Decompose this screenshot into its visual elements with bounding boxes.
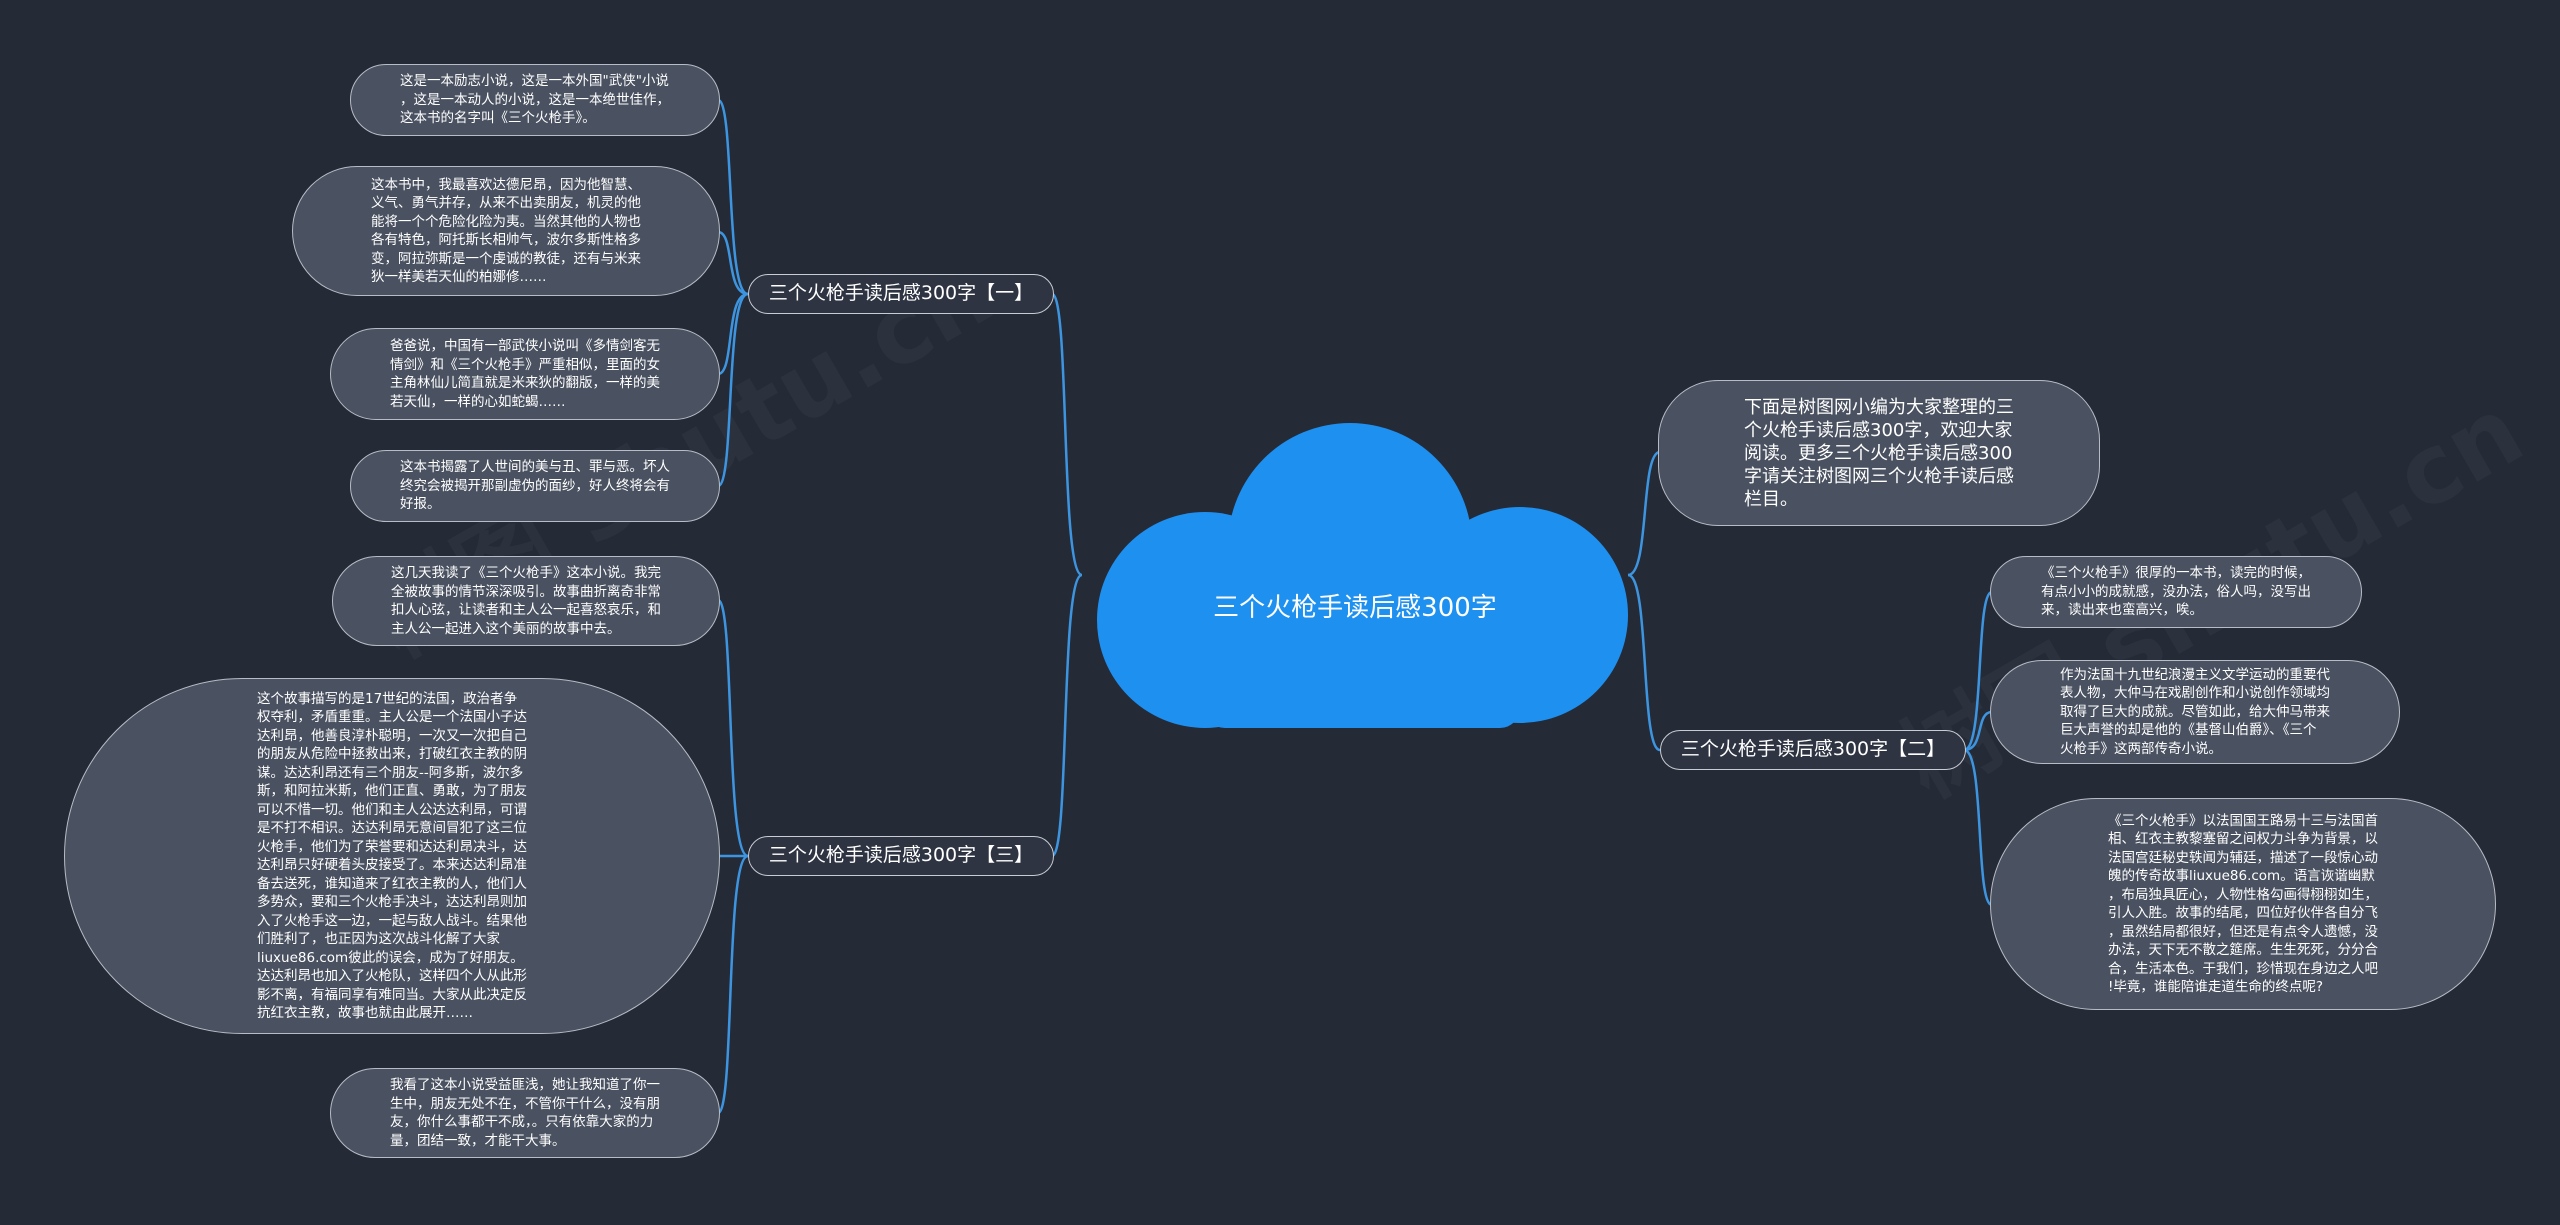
topic3-leaf-1[interactable]: 这几天我读了《三个火枪手》这本小说。我完 全被故事的情节深深吸引。故事曲折离奇非… bbox=[332, 556, 720, 646]
leaf-text: 《三个火枪手》很厚的一本书，读完的时候， 有点小小的成就感，没办法，俗人吗，没写… bbox=[2041, 565, 2311, 619]
link-central-topic2 bbox=[1627, 573, 1661, 752]
link-central-topic3 bbox=[1050, 573, 1083, 858]
leaf-text: 这是一本励志小说，这是一本外国"武侠"小说 ，这是一本动人的小说，这是一本绝世佳… bbox=[400, 73, 670, 127]
topic1-leaf-1[interactable]: 这是一本励志小说，这是一本外国"武侠"小说 ，这是一本动人的小说，这是一本绝世佳… bbox=[350, 64, 720, 136]
leaf-text: 作为法国十九世纪浪漫主义文学运动的重要代 表人物，大仲马在戏剧创作和小说创作领域… bbox=[2060, 666, 2330, 757]
link-topic3-leaf1 bbox=[716, 598, 749, 858]
topic1-leaf-4[interactable]: 这本书揭露了人世间的美与丑、罪与恶。坏人 终究会被揭开那副虚伪的面纱，好人终将会… bbox=[350, 450, 720, 522]
topic2-leaf-2[interactable]: 作为法国十九世纪浪漫主义文学运动的重要代 表人物，大仲马在戏剧创作和小说创作领域… bbox=[1990, 660, 2400, 764]
link-topic1-leaf3 bbox=[717, 292, 749, 376]
link-topic2-leaf3 bbox=[1963, 748, 1993, 907]
leaf-text: 《三个火枪手》以法国国王路易十三与法国首 相、红衣主教黎塞留之间权力斗争为背景，… bbox=[2108, 812, 2378, 996]
leaf-text: 这本书揭露了人世间的美与丑、罪与恶。坏人 终究会被揭开那副虚伪的面纱，好人终将会… bbox=[400, 459, 670, 513]
leaf-text: 这本书中，我最喜欢达德尼昂，因为他智慧、 义气、勇气并存，从来不出卖朋友，机灵的… bbox=[371, 176, 641, 286]
link-topic1-leaf4 bbox=[717, 292, 749, 488]
link-topic3-leaf3 bbox=[716, 854, 749, 1115]
central-topic[interactable]: 三个火枪手读后感300字 bbox=[1213, 593, 1497, 623]
leaf-text: 这几天我读了《三个火枪手》这本小说。我完 全被故事的情节深深吸引。故事曲折离奇非… bbox=[391, 565, 661, 637]
topic-1[interactable]: 三个火枪手读后感300字【一】 bbox=[748, 274, 1054, 314]
topic3-leaf-3[interactable]: 我看了这本小说受益匪浅，她让我知道了你一 生中，朋友无处不在，不管你干什么，没有… bbox=[330, 1068, 720, 1158]
topic3-leaf-2[interactable]: 这个故事描写的是17世纪的法国，政治者争 权夺利，矛盾重重。主人公是一个法国小子… bbox=[64, 678, 720, 1034]
link-topic1-leaf1 bbox=[716, 98, 749, 296]
intro-text: 下面是树图网小编为大家整理的三 个火枪手读后感300字，欢迎大家 阅读。更多三个… bbox=[1744, 396, 2014, 510]
topic-3[interactable]: 三个火枪手读后感300字【三】 bbox=[748, 836, 1054, 876]
topic2-leaf-1[interactable]: 《三个火枪手》很厚的一本书，读完的时候， 有点小小的成就感，没办法，俗人吗，没写… bbox=[1990, 556, 2362, 628]
intro-node[interactable]: 下面是树图网小编为大家整理的三 个火枪手读后感300字，欢迎大家 阅读。更多三个… bbox=[1658, 380, 2100, 526]
topic-2[interactable]: 三个火枪手读后感300字【二】 bbox=[1660, 730, 1966, 770]
leaf-text: 这个故事描写的是17世纪的法国，政治者争 权夺利，矛盾重重。主人公是一个法国小子… bbox=[257, 690, 527, 1022]
leaf-text: 我看了这本小说受益匪浅，她让我知道了你一 生中，朋友无处不在，不管你干什么，没有… bbox=[390, 1077, 660, 1149]
link-central-intro bbox=[1627, 450, 1661, 577]
topic1-leaf-3[interactable]: 爸爸说，中国有一部武侠小说叫《多情剑客无 情剑》和《三个火枪手》严重相似，里面的… bbox=[330, 328, 720, 420]
topic1-leaf-2[interactable]: 这本书中，我最喜欢达德尼昂，因为他智慧、 义气、勇气并存，从来不出卖朋友，机灵的… bbox=[292, 166, 720, 296]
link-central-topic1 bbox=[1050, 292, 1083, 577]
central-cloud-shape bbox=[1097, 423, 1628, 728]
topic2-leaf-3[interactable]: 《三个火枪手》以法国国王路易十三与法国首 相、红衣主教黎塞留之间权力斗争为背景，… bbox=[1990, 798, 2496, 1010]
leaf-text: 爸爸说，中国有一部武侠小说叫《多情剑客无 情剑》和《三个火枪手》严重相似，里面的… bbox=[390, 338, 660, 410]
link-topic1-leaf2 bbox=[717, 230, 749, 296]
link-topic2-leaf2 bbox=[1963, 710, 1993, 752]
link-topic2-leaf1 bbox=[1963, 590, 1993, 752]
